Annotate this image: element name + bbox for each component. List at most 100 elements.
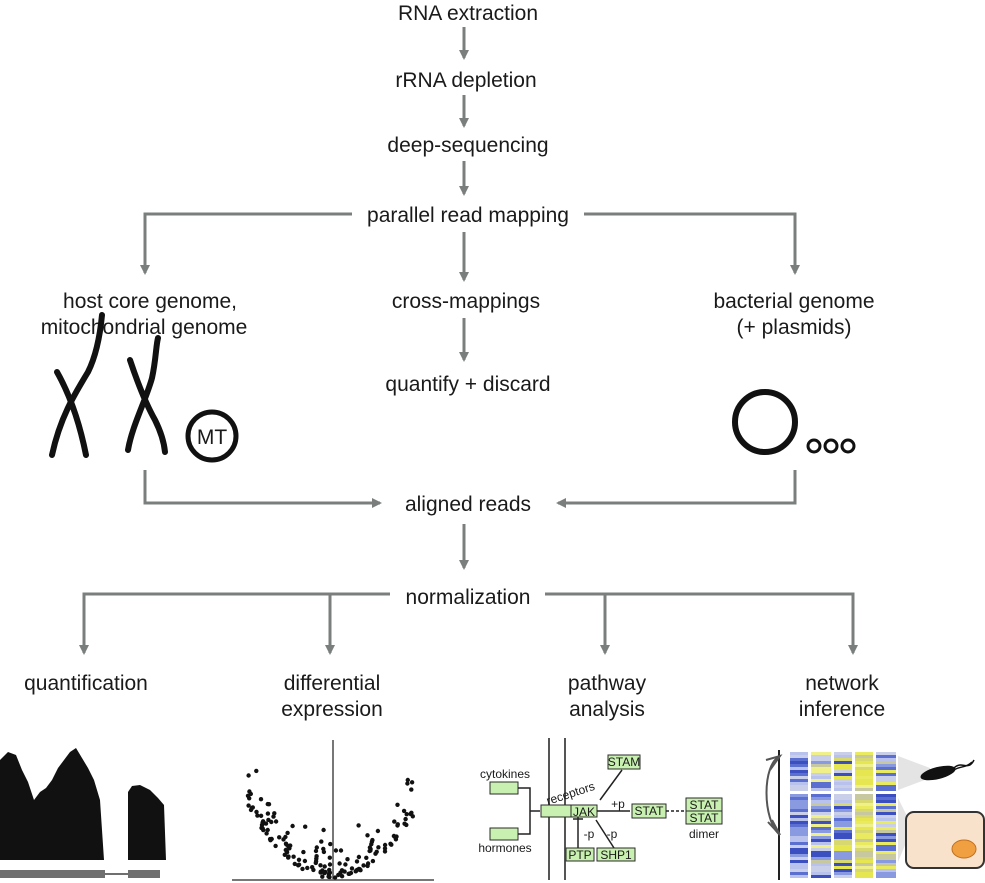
output-quantification: quantification [24,672,148,695]
volcano-dot [282,852,287,857]
heatmap-cell [790,752,808,755]
volcano-dot [254,809,259,815]
volcano-dot [356,823,361,828]
volcano-dot [382,846,388,851]
volcano-dot [401,808,407,814]
heatmap-cell [790,869,808,872]
heatmap-cell [876,839,896,842]
volcano-dot [286,844,292,849]
pathway-label-shp1: SHP1 [600,848,632,862]
heatmap-cell [876,764,896,767]
heatmap-cell [811,788,831,791]
volcano-dot [375,828,381,834]
heatmap-cell [834,821,852,824]
heatmap-cell [834,860,852,863]
heatmap-cell [876,809,896,812]
heatmap-cell [855,866,873,869]
heatmap-cell [876,845,896,848]
heatmap-cell [834,788,852,791]
volcano-dot [314,845,319,850]
volcano-dot [327,870,333,875]
pathway-label-jak: JAK [573,805,595,819]
heatmap-cell [834,857,852,860]
volcano-dot [318,870,323,875]
heatmap-cell [811,767,831,770]
volcano-dot [410,814,415,819]
heatmap-cell [834,761,852,764]
volcano-dot [291,854,296,859]
pathway-label-stat-dimer-bottom: STAT [690,811,720,825]
heatmap-cell [834,755,852,758]
pathway-label-cytokines: cytokines [480,767,530,781]
volcano-dot [321,849,327,855]
volcano-dot [333,848,339,853]
heatmap-cell [855,863,873,866]
heatmap-cell [876,755,896,758]
heatmap-cell [811,857,831,860]
heatmap-cell [790,833,808,836]
heatmap-cell [811,875,831,878]
heatmap-cell [790,863,808,866]
heatmap-cell [876,833,896,836]
volcano-dot [258,797,264,802]
heatmap-cell [834,866,852,869]
heatmap-cell [876,806,896,809]
volcano-dot [389,842,394,847]
step-cross-mappings: cross-mappings [392,290,540,313]
heatmap-cell [790,797,808,800]
volcano-dot [320,874,325,879]
heatmap-cell [876,854,896,857]
heatmap-cell [876,773,896,776]
heatmap-cell [855,752,873,755]
heatmap-cell [834,797,852,800]
heatmap-cell [834,812,852,815]
volcano-dot [354,867,360,873]
volcano-dot [343,862,348,867]
heatmap-cell [834,794,852,797]
volcano-dot [246,773,251,778]
gene-box-cytokines [489,781,519,795]
heatmap-cell [834,851,852,854]
bacterium-icon [898,756,975,790]
heatmap-cell [790,857,808,860]
volcano-plot-icon [232,740,434,881]
volcano-dot [248,791,253,797]
heatmap-cell [790,755,808,758]
volcano-dot [258,813,264,818]
bacterial-chromosome-icon [732,389,798,455]
heatmap-cell [834,869,852,872]
heatmap-cell [876,767,896,770]
heatmap-cell [855,800,873,803]
heatmap-cell [855,767,873,770]
volcano-dot [328,841,333,847]
volcano-dot [267,836,273,842]
heatmap-cell [876,869,896,872]
volcano-dot [326,874,331,879]
heatmap-cell [811,821,831,824]
heatmap-cell [790,839,808,842]
heatmap-cell [811,824,831,827]
heatmap-cell [876,788,896,791]
volcano-dot [395,822,400,827]
volcano-dot [392,819,397,824]
heatmap-cell [855,773,873,776]
volcano-dot [269,819,274,825]
step-rna-extraction: RNA extraction [398,2,538,25]
heatmap-cell [876,770,896,773]
volcano-dot [272,811,277,816]
heatmap-cell [811,842,831,845]
heatmap-cell [811,869,831,872]
arrow-to-bacterial-genome [584,212,800,275]
heatmap-cell [876,812,896,815]
volcano-dot [271,814,276,819]
heatmap-cell [834,779,852,782]
volcano-dot [318,863,323,868]
heatmap-cell [790,860,808,863]
volcano-dot [246,803,251,808]
heatmap-cell [811,773,831,776]
host-genome-label-line1: host core genome, [63,290,237,313]
gene-box-ptp [565,847,595,862]
heatmap-cell [834,839,852,842]
step-aligned-reads: aligned reads [405,493,531,516]
heatmap-cell [811,872,831,875]
